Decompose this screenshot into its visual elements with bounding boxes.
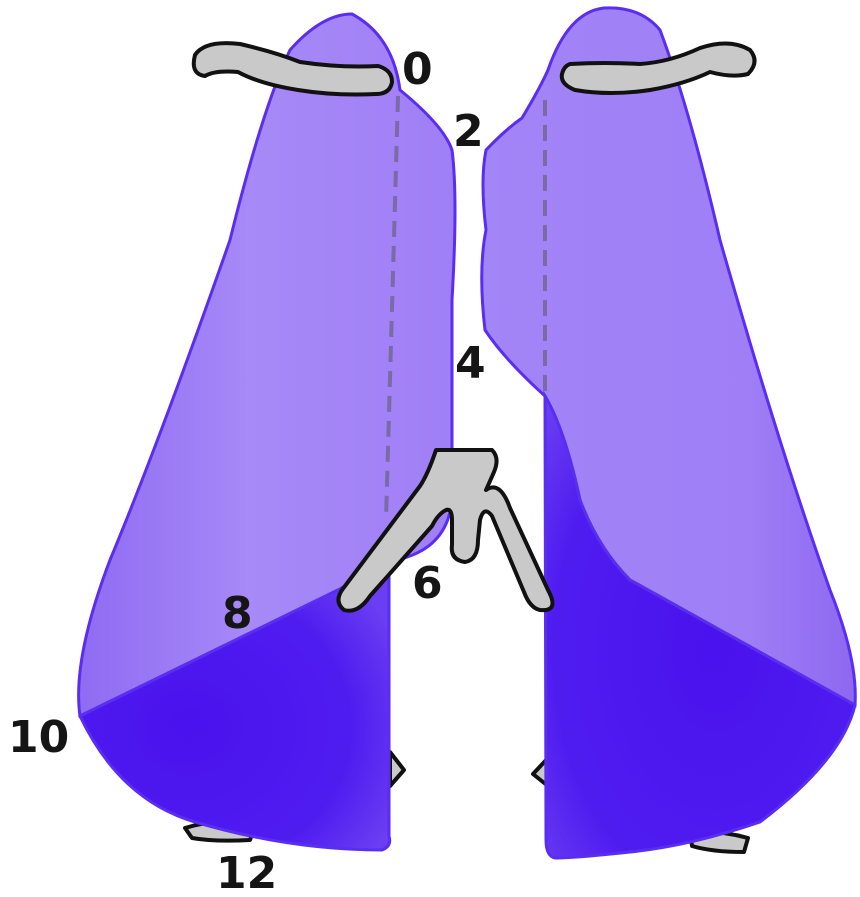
left-lung	[79, 14, 455, 850]
label-10: 10	[8, 712, 69, 763]
left-lung-outer-surface	[79, 14, 455, 716]
label-2: 2	[453, 106, 484, 157]
label-6: 6	[412, 558, 443, 609]
label-4: 4	[455, 338, 486, 389]
right-lung	[482, 8, 856, 858]
left-inner-rib-stub	[390, 752, 404, 786]
label-0: 0	[402, 44, 433, 95]
label-12: 12	[216, 848, 277, 897]
label-8: 8	[222, 588, 253, 639]
